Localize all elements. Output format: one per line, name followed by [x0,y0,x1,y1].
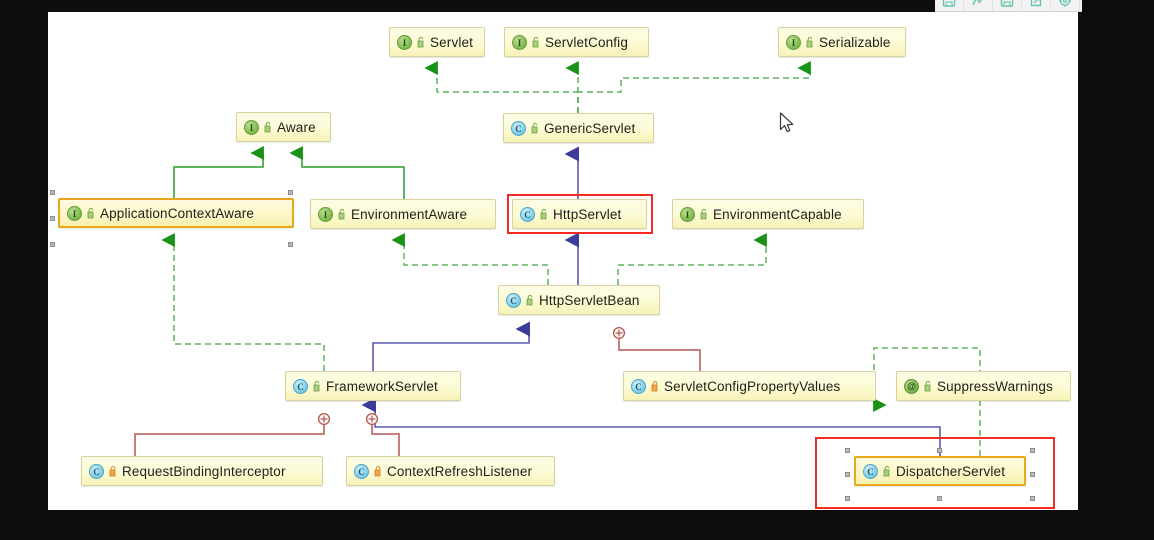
diagram-edges-layer [134,60,981,456]
gear-icon [1059,0,1071,7]
node-label: HttpServlet [553,206,622,222]
class-icon: C [506,292,521,308]
diagram-settings-button[interactable] [1051,0,1080,11]
class-icon: C [511,120,526,136]
class-icon: C [89,463,104,479]
node-label: EnvironmentCapable [713,206,842,222]
resize-handle[interactable] [50,242,55,247]
selection-handles-dispatcher-servlet [845,448,1037,501]
public-unlocked-icon [806,36,813,48]
node-label: ServletConfig [545,34,628,50]
public-unlocked-icon [526,294,533,306]
class-node-servlet-config-property-values[interactable]: C ServletConfigPropertyValues [623,371,876,401]
selection-box-dispatcher-servlet [815,437,1055,509]
resize-handle[interactable] [288,242,293,247]
node-label: Serializable [819,34,891,50]
interface-icon: I [397,34,412,50]
private-locked-icon [651,381,658,392]
public-unlocked-icon [313,380,320,392]
node-label: SuppressWarnings [937,378,1053,394]
class-node-servlet-config[interactable]: I ServletConfig [504,27,649,57]
show-dependencies-button[interactable] [964,0,993,11]
node-label: ServletConfigPropertyValues [664,378,841,394]
resize-handle[interactable] [845,448,850,453]
interface-icon: I [318,206,333,222]
class-node-request-binding-interceptor[interactable]: C RequestBindingInterceptor [81,456,323,486]
public-unlocked-icon [883,465,890,477]
node-label: Aware [277,119,316,135]
public-unlocked-icon [531,122,538,134]
class-node-http-servlet-bean[interactable]: C HttpServletBean [498,285,660,315]
node-label: FrameworkServlet [326,378,438,394]
resize-handle[interactable] [845,472,850,477]
node-label: ApplicationContextAware [100,205,255,221]
class-node-aware[interactable]: I Aware [236,112,331,142]
class-node-framework-servlet[interactable]: C FrameworkServlet [285,371,461,401]
class-node-servlet[interactable]: I Servlet [389,27,485,57]
public-unlocked-icon [924,380,931,392]
class-icon: C [631,378,646,394]
node-label: EnvironmentAware [351,206,468,222]
resize-handle[interactable] [288,190,293,195]
resize-handle[interactable] [937,448,942,453]
resize-handle[interactable] [1030,448,1035,453]
class-node-suppress-warnings[interactable]: @ SuppressWarnings [896,371,1071,401]
interface-icon: I [786,34,801,50]
open-external-icon [1030,0,1042,7]
node-label: DispatcherServlet [896,463,1006,479]
class-icon: C [863,463,878,479]
public-unlocked-icon [338,208,345,220]
class-node-environment-aware[interactable]: I EnvironmentAware [310,199,496,229]
node-label: ContextRefreshListener [387,463,533,479]
node-label: HttpServletBean [539,292,640,308]
class-icon: C [520,206,535,222]
public-unlocked-icon [532,36,539,48]
resize-handle[interactable] [937,496,942,501]
inner-class-plus-icon [317,326,626,426]
resize-handle[interactable] [1030,472,1035,477]
export-to-file-button[interactable] [935,0,964,11]
class-node-http-servlet[interactable]: C HttpServlet [512,199,647,229]
node-label: Servlet [430,34,474,50]
graph-edges-icon [972,0,982,6]
interface-icon: I [680,206,695,222]
class-node-application-context-aware[interactable]: I ApplicationContextAware [58,198,294,228]
class-node-serializable[interactable]: I Serializable [778,27,906,57]
class-node-dispatcher-servlet[interactable]: C DispatcherServlet [854,456,1026,486]
diagram-toolbar [935,0,1082,12]
interface-icon: I [244,119,259,135]
class-icon: C [354,463,369,479]
mouse-cursor-icon [779,112,794,133]
resize-handle[interactable] [50,190,55,195]
interface-icon: I [67,205,82,221]
class-node-context-refresh-listener[interactable]: C ContextRefreshListener [346,456,555,486]
class-node-generic-servlet[interactable]: C GenericServlet [503,113,654,143]
class-icon: C [293,378,308,394]
public-unlocked-icon [700,208,707,220]
class-node-environment-capable[interactable]: I EnvironmentCapable [672,199,864,229]
annotation-icon: @ [904,378,919,394]
node-label: GenericServlet [544,120,636,136]
resize-handle[interactable] [50,216,55,221]
save-snapshot-button[interactable] [993,0,1022,11]
public-unlocked-icon [87,207,94,219]
public-unlocked-icon [540,208,547,220]
resize-handle[interactable] [845,496,850,501]
resize-handle[interactable] [1030,496,1035,501]
floppy-export-icon [942,0,956,7]
diagram-canvas[interactable]: I Servlet I ServletConfig I Serializable… [48,12,1078,510]
save-icon [1000,0,1014,7]
node-label: RequestBindingInterceptor [122,463,286,479]
public-unlocked-icon [417,36,424,48]
private-locked-icon [374,466,381,477]
public-unlocked-icon [264,121,271,133]
selection-box-http-servlet [507,194,653,234]
open-in-editor-button[interactable] [1022,0,1051,11]
interface-icon: I [512,34,527,50]
private-locked-icon [109,466,116,477]
